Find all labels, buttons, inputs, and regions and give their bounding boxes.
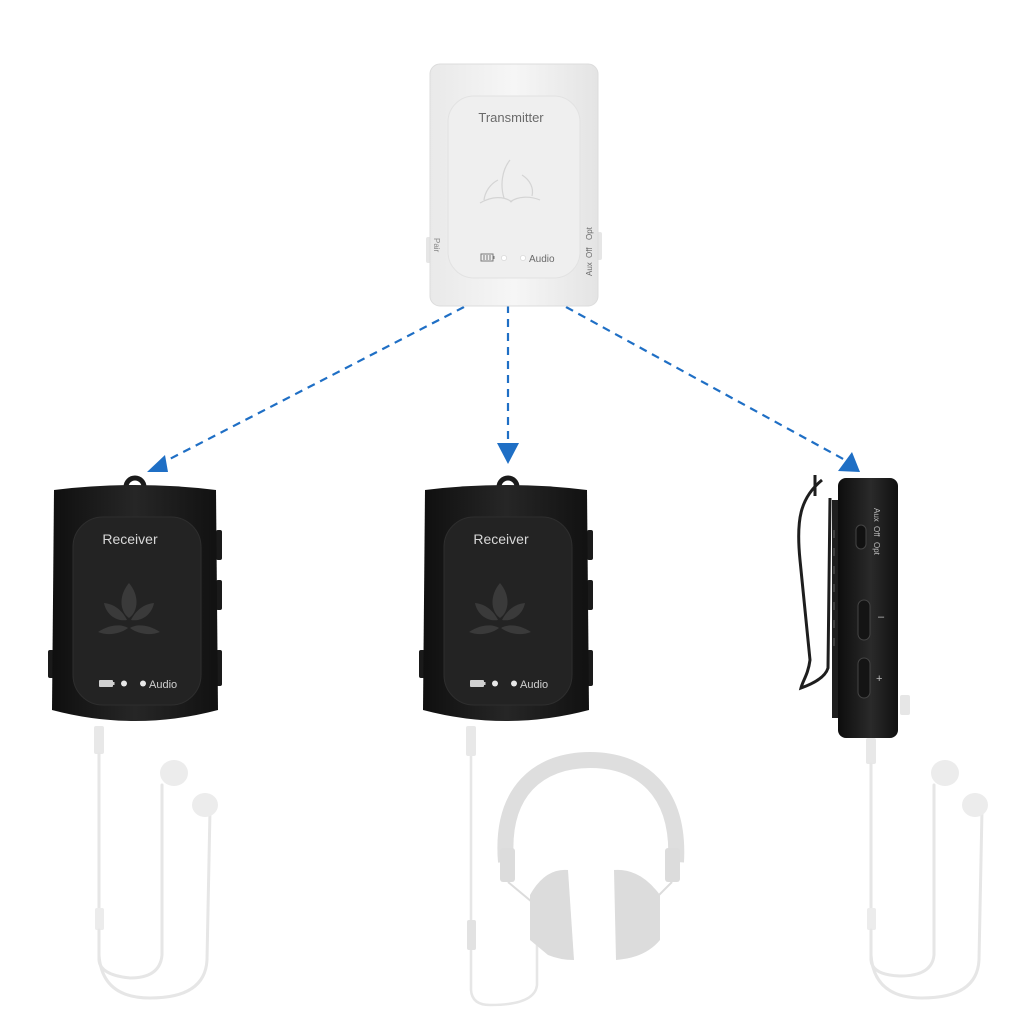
power-led-icon: [121, 680, 127, 687]
connection-arrow-center: [497, 305, 519, 464]
ear-cup-icon: [530, 869, 574, 960]
ear-cup-icon: [614, 869, 660, 960]
aux-label: Aux: [872, 508, 881, 522]
lanyard-loop-icon: [123, 475, 147, 488]
battery-icon: [99, 680, 115, 687]
lanyard-loop-icon: [496, 475, 520, 488]
belt-clip-icon: [797, 475, 832, 691]
receiver-label: Receiver: [102, 531, 158, 547]
minus-label: –: [878, 611, 885, 623]
power-led-icon: [492, 680, 498, 687]
earbud-icon: [192, 793, 218, 817]
receiver-label: Receiver: [473, 531, 529, 547]
opt-label: Opt: [585, 226, 594, 240]
audio-led-icon: [140, 680, 146, 687]
earphones-accessory-2: [866, 738, 988, 1000]
audio-led-icon: [511, 680, 517, 687]
mode-switch[interactable]: [855, 524, 867, 550]
earbud-icon: [160, 760, 188, 786]
audio-jack-icon: [94, 726, 104, 754]
arrowhead-icon: [497, 443, 519, 464]
battery-icon: [470, 680, 486, 687]
volume-down-button[interactable]: [216, 580, 222, 610]
volume-down-button[interactable]: [857, 599, 871, 641]
off-label: Off: [585, 247, 594, 258]
connection-arrow-left: [147, 306, 465, 472]
volume-up-button[interactable]: [216, 530, 222, 560]
receiver-device-1: Receiver Audio: [48, 475, 222, 721]
pair-label: Pair: [432, 238, 441, 253]
aux-label: Aux: [585, 262, 594, 276]
connection-arrow-right: [565, 306, 860, 472]
receiver-audio-label: Audio: [520, 679, 548, 691]
receiver-device-2: Receiver Audio: [419, 475, 593, 721]
volume-up-button[interactable]: [587, 530, 593, 560]
off-label: Off: [872, 526, 881, 537]
audio-jack-icon: [866, 738, 876, 764]
lotus-logo-icon: [479, 159, 541, 204]
lotus-logo-icon: [469, 583, 531, 635]
opt-label: Opt: [872, 542, 881, 556]
earbud-icon: [931, 760, 959, 786]
arrowhead-icon: [838, 452, 860, 472]
headphones-accessory: [466, 726, 685, 1007]
earphones-accessory-1: [94, 726, 218, 1000]
transmitter-audio-label: Audio: [529, 254, 555, 265]
receiver-device-3: Aux Off Opt – +: [797, 475, 910, 738]
lotus-logo-icon: [98, 583, 160, 635]
audio-led-icon: [520, 255, 526, 261]
battery-icon: [480, 253, 495, 262]
headband-icon: [497, 751, 685, 863]
transmitter-device: Transmitter Audio Pair Aux Off Opt: [426, 63, 602, 307]
volume-down-button[interactable]: [587, 580, 593, 610]
power-led-icon: [501, 255, 507, 261]
receiver-audio-label: Audio: [149, 679, 177, 691]
earbud-icon: [962, 793, 988, 817]
audio-jack-icon: [466, 726, 476, 756]
transmitter-label: Transmitter: [478, 110, 544, 125]
volume-up-button[interactable]: [857, 657, 871, 699]
arrowhead-icon: [147, 455, 168, 472]
plus-label: +: [876, 673, 882, 685]
